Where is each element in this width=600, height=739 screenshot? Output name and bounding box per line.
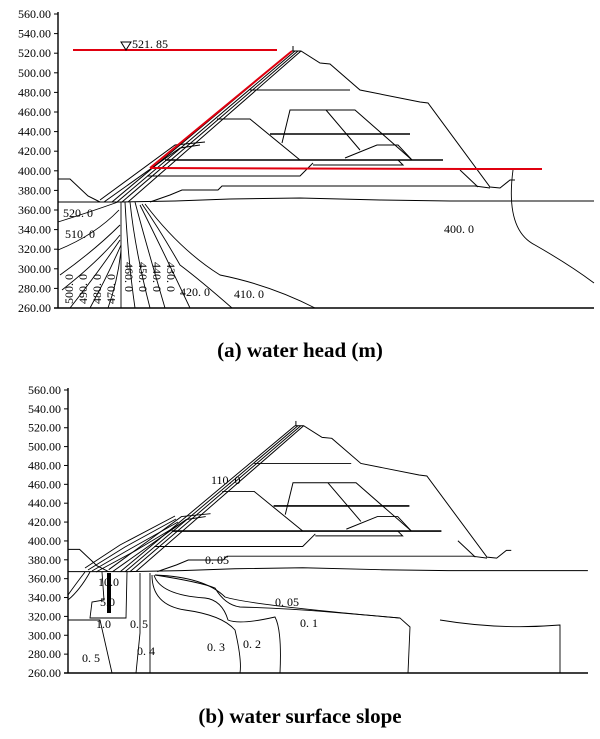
y-tick-label: 520.00 <box>28 421 61 435</box>
contour-label: 450. 0 <box>136 262 150 292</box>
slope-contour-labels: 110. 0 0. 05 10.0 5.0 1.0 0. 5 0. 4 0. 3… <box>82 473 318 665</box>
y-tick-label: 540.00 <box>28 402 61 416</box>
head-contour-labels: 520. 0 510. 0 500. 0 490. 0 480. 0 470. … <box>62 206 474 304</box>
contour-label: 110. 0 <box>211 473 241 487</box>
contour-label: 510. 0 <box>65 227 95 241</box>
y-tick-label: 320.00 <box>28 609 61 623</box>
panel-a-water-head: 560.00 540.00 520.00 500.00 480.00 460.00 440.… <box>18 7 595 315</box>
contour-label: 0. 4 <box>137 644 155 658</box>
y-tick-label: 280.00 <box>18 281 51 295</box>
contour-label: 430. 0 <box>164 262 178 292</box>
panel-b-water-surface-slope: 560.00 540.00 520.00 500.00 480.00 460.00 440.… <box>28 383 589 680</box>
water-level-label: 521. 85 <box>132 37 168 51</box>
y-tick-label: 440.00 <box>18 125 51 139</box>
dam-section <box>67 420 589 573</box>
contour-label: 1.0 <box>96 617 111 631</box>
contour-label: 0. 1 <box>300 616 318 630</box>
water-level-triangle-icon <box>120 41 132 51</box>
y-tick-label: 500.00 <box>18 66 51 80</box>
y-tick-label: 420.00 <box>18 144 51 158</box>
y-tick-label: 380.00 <box>18 183 51 197</box>
y-tick-label: 480.00 <box>28 458 61 472</box>
head-contours <box>57 169 595 309</box>
slope-contours <box>67 515 561 674</box>
y-tick-label: 560.00 <box>28 383 61 397</box>
contour-label: 520. 0 <box>63 206 93 220</box>
y-tick-label: 300.00 <box>28 628 61 642</box>
contour-label: 490. 0 <box>76 274 90 304</box>
contour-label: 0. 05 <box>205 553 229 567</box>
contour-label: 0. 5 <box>82 651 100 665</box>
y-tick-label: 540.00 <box>18 27 51 41</box>
y-tick-label: 260.00 <box>28 666 61 680</box>
contour-label: 470. 0 <box>104 274 118 304</box>
y-axis-ticks: 560.00 540.00 520.00 500.00 480.00 460.00 440.… <box>28 383 68 680</box>
y-tick-label: 360.00 <box>28 572 61 586</box>
contour-label: 5.0 <box>100 595 115 609</box>
contour-label: 500. 0 <box>62 274 76 304</box>
y-tick-label: 340.00 <box>18 223 51 237</box>
phreatic-line-upstream <box>149 50 293 169</box>
contour-label: 440. 0 <box>150 262 164 292</box>
y-tick-label: 560.00 <box>18 7 51 21</box>
y-axis-ticks: 560.00 540.00 520.00 500.00 480.00 460.00 440.… <box>18 7 58 315</box>
contour-label: 0. 05 <box>275 595 299 609</box>
caption-a: (a) water head (m) <box>217 338 383 362</box>
phreatic-line <box>149 167 542 170</box>
y-tick-label: 300.00 <box>18 262 51 276</box>
contour-label: 0. 3 <box>207 640 225 654</box>
y-tick-label: 280.00 <box>28 647 61 661</box>
y-tick-label: 400.00 <box>18 164 51 178</box>
caption-b: (b) water surface slope <box>198 704 402 728</box>
contour-label: 460. 0 <box>122 262 136 292</box>
y-tick-label: 480.00 <box>18 85 51 99</box>
y-tick-label: 500.00 <box>28 440 61 454</box>
y-tick-label: 520.00 <box>18 46 51 60</box>
y-tick-label: 320.00 <box>18 242 51 256</box>
y-tick-label: 340.00 <box>28 591 61 605</box>
contour-label: 0. 5 <box>130 617 148 631</box>
contour-label: 0. 2 <box>243 637 261 651</box>
contour-label: 400. 0 <box>444 222 474 236</box>
contour-label: 410. 0 <box>234 287 264 301</box>
contour-label: 480. 0 <box>90 274 104 304</box>
y-tick-label: 420.00 <box>28 515 61 529</box>
y-tick-label: 460.00 <box>18 105 51 119</box>
y-tick-label: 360.00 <box>18 203 51 217</box>
contour-label: 10.0 <box>98 575 119 589</box>
y-tick-label: 400.00 <box>28 534 61 548</box>
y-tick-label: 380.00 <box>28 553 61 567</box>
y-tick-label: 460.00 <box>28 477 61 491</box>
cutoff-wall <box>107 573 111 613</box>
y-tick-label: 440.00 <box>28 496 61 510</box>
contour-label: 420. 0 <box>180 285 210 299</box>
y-tick-label: 260.00 <box>18 301 51 315</box>
dam-section <box>57 45 595 203</box>
